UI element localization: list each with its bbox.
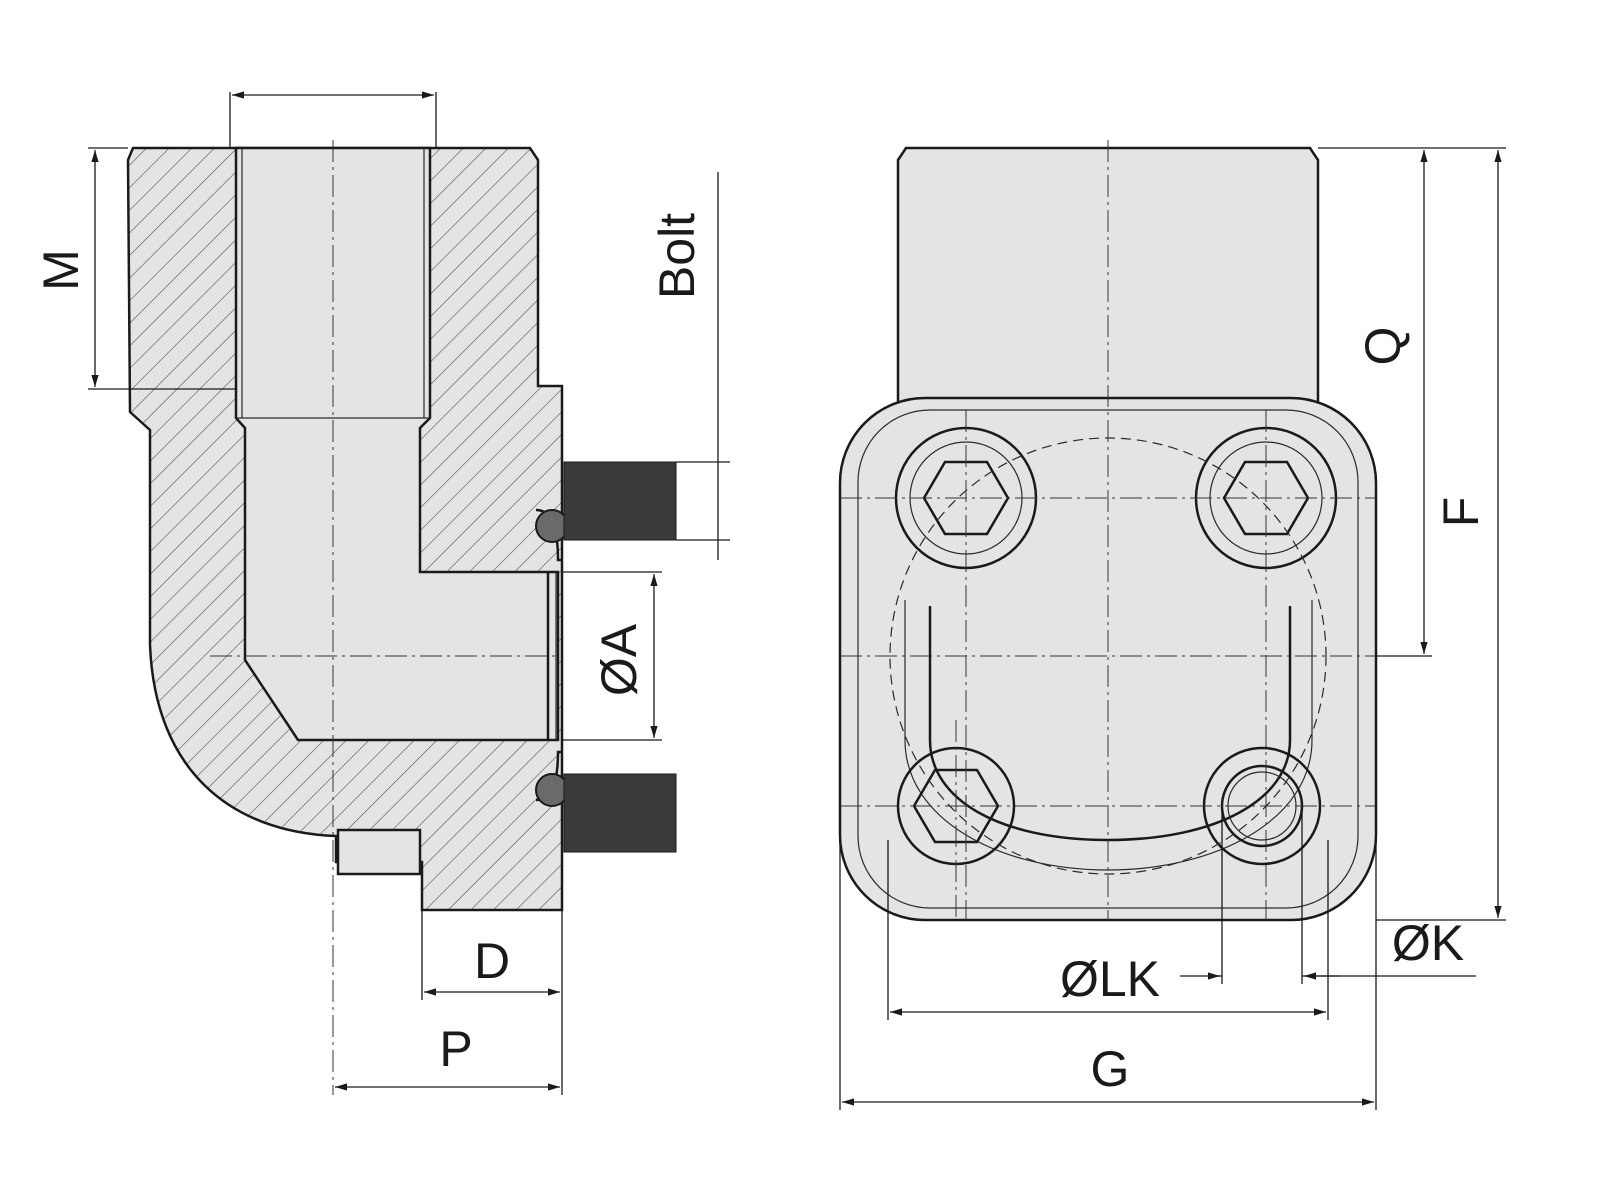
dim-label-M: M xyxy=(33,249,89,291)
o-ring-top xyxy=(535,509,569,543)
dim-label-A: ØA xyxy=(591,623,647,696)
o-ring-bottom xyxy=(535,773,569,807)
dim-label-K: ØK xyxy=(1392,915,1464,971)
dim-label-F: F xyxy=(1433,497,1489,528)
bore xyxy=(234,146,560,742)
dim-label-bolt: Bolt xyxy=(649,213,705,299)
front-view xyxy=(838,140,1420,922)
dim-label-D: D xyxy=(474,933,510,989)
dim-label-Q: Q xyxy=(1355,327,1411,366)
dim-label-G: G xyxy=(1091,1041,1130,1097)
right-dimensions xyxy=(839,147,1506,1110)
dim-label-P: P xyxy=(439,1021,472,1077)
section-view xyxy=(126,140,677,1095)
dim-label-LK: ØLK xyxy=(1060,951,1160,1007)
bolt-bottom xyxy=(563,773,677,853)
left-dimensions xyxy=(88,91,730,1095)
bolt-top xyxy=(563,461,677,541)
spigot xyxy=(336,828,422,876)
